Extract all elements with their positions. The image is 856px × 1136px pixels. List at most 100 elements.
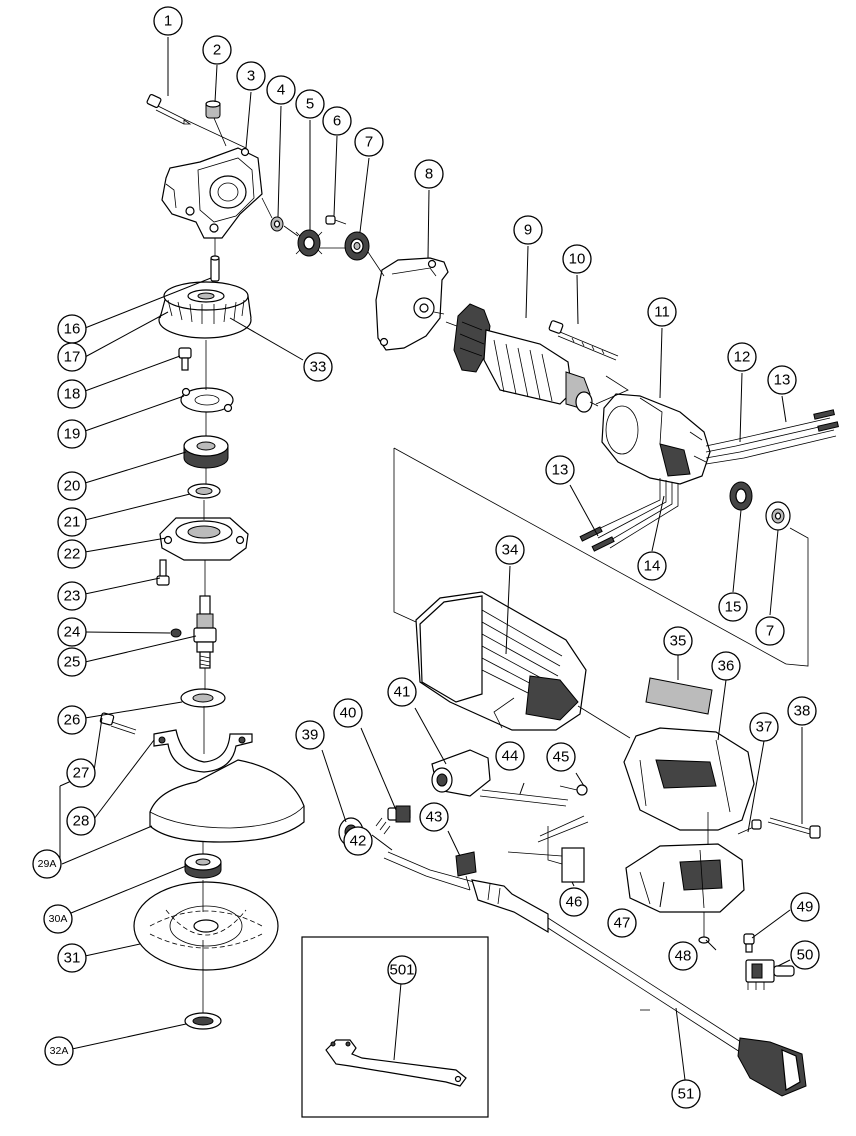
- callout-30a: 30A: [43, 904, 73, 934]
- part-nut-4: [270, 216, 284, 232]
- part-screw-38: [767, 817, 821, 839]
- svg-text:6: 6: [333, 113, 341, 130]
- callout-50: 50: [790, 940, 820, 970]
- callout-8: 8: [414, 159, 444, 189]
- part-screw-6: [325, 215, 347, 225]
- callout-18: 18: [57, 379, 87, 409]
- svg-text:501: 501: [389, 962, 414, 979]
- svg-text:39: 39: [302, 727, 319, 744]
- callout-42: 42: [343, 826, 373, 856]
- part-wire-44: [479, 789, 569, 807]
- part-armature-9: [445, 303, 599, 413]
- svg-text:48: 48: [675, 948, 692, 965]
- callout-27: 27: [66, 758, 96, 788]
- callout-38: 38: [787, 696, 817, 726]
- callout-26: 26: [57, 705, 87, 735]
- callout-29a: 29A: [32, 849, 62, 879]
- assembly-lines: [185, 117, 809, 1013]
- callout-31: 31: [57, 943, 87, 973]
- part-screw-27: [99, 712, 137, 735]
- callout-501: 501: [387, 955, 417, 985]
- svg-text:21: 21: [64, 514, 81, 531]
- part-suppressor-43: [455, 851, 477, 891]
- callout-39: 39: [295, 720, 325, 750]
- callout-28: 28: [66, 806, 96, 836]
- part-switch-50: [745, 959, 795, 990]
- callout-10: 10: [562, 244, 592, 274]
- part-screw-37: [737, 819, 762, 835]
- callout-51: 51: [671, 1079, 701, 1109]
- callout-47: 47: [607, 908, 637, 938]
- part-leads-12-13: [705, 409, 840, 465]
- svg-text:28: 28: [73, 813, 90, 830]
- svg-text:30A: 30A: [49, 913, 68, 925]
- svg-text:5: 5: [306, 96, 314, 113]
- svg-text:49: 49: [797, 899, 814, 916]
- svg-text:11: 11: [654, 304, 670, 321]
- callout-37: 37: [749, 712, 779, 742]
- callout-25: 25: [57, 647, 87, 677]
- part-bearing-15: [729, 481, 753, 511]
- svg-text:26: 26: [64, 712, 81, 729]
- part-wheel-31: [133, 881, 279, 971]
- part-housing-34: [415, 591, 587, 731]
- svg-text:40: 40: [340, 705, 357, 722]
- svg-text:23: 23: [64, 588, 81, 605]
- part-gear-cover-3: [161, 147, 263, 239]
- part-tail-cover-36: [623, 727, 755, 831]
- svg-text:51: 51: [678, 1086, 695, 1103]
- svg-text:31: 31: [64, 950, 81, 967]
- part-terminal-45: [559, 784, 588, 796]
- callout-44: 44: [495, 741, 525, 771]
- svg-text:13: 13: [774, 372, 791, 389]
- callout-1: 1: [153, 6, 183, 36]
- callout-16: 16: [57, 314, 87, 344]
- svg-text:25: 25: [64, 654, 81, 671]
- part-band-28: [153, 729, 253, 773]
- callout-41: 41: [387, 677, 417, 707]
- part-washer-26: [180, 688, 226, 708]
- svg-text:22: 22: [64, 546, 81, 563]
- callout-33: 33: [303, 352, 333, 382]
- callout-22: 22: [57, 539, 87, 569]
- part-screw-18: [178, 347, 192, 371]
- part-nut-2: [205, 100, 221, 119]
- callout-34: 34: [495, 535, 525, 565]
- callout-48: 48: [668, 941, 698, 971]
- svg-text:35: 35: [670, 633, 687, 650]
- callout-21: 21: [57, 507, 87, 537]
- callout-43: 43: [419, 802, 449, 832]
- svg-text:41: 41: [394, 684, 411, 701]
- callout-36: 36: [711, 651, 741, 681]
- callout-13b: 13: [545, 455, 575, 485]
- svg-text:43: 43: [426, 809, 443, 826]
- svg-text:17: 17: [64, 349, 81, 366]
- svg-text:2: 2: [213, 42, 221, 59]
- svg-text:36: 36: [718, 658, 735, 675]
- svg-text:3: 3: [247, 68, 255, 85]
- part-bolt-10: [548, 320, 619, 361]
- callout-35: 35: [663, 626, 693, 656]
- svg-text:14: 14: [644, 558, 661, 575]
- callout-6: 6: [322, 106, 352, 136]
- leader-lines: [59, 37, 803, 1089]
- part-capacitor-46: [507, 815, 589, 883]
- callout-9: 9: [513, 215, 543, 245]
- callout-46: 46: [559, 887, 589, 917]
- callout-4: 4: [266, 75, 296, 105]
- svg-text:32A: 32A: [50, 1045, 69, 1057]
- part-switch-housing-47: [625, 843, 745, 913]
- callout-19: 19: [57, 419, 87, 449]
- part-pinion-5: [295, 229, 323, 257]
- svg-text:4: 4: [277, 82, 285, 99]
- part-pin-16: [210, 255, 220, 282]
- svg-text:46: 46: [566, 894, 583, 911]
- svg-text:10: 10: [569, 251, 586, 268]
- callout-40: 40: [333, 698, 363, 728]
- part-brush-holder-41: [431, 749, 491, 797]
- callout-13a: 13: [767, 365, 797, 395]
- part-stator-11: [601, 393, 711, 485]
- svg-text:9: 9: [524, 222, 532, 239]
- svg-text:13: 13: [552, 462, 569, 479]
